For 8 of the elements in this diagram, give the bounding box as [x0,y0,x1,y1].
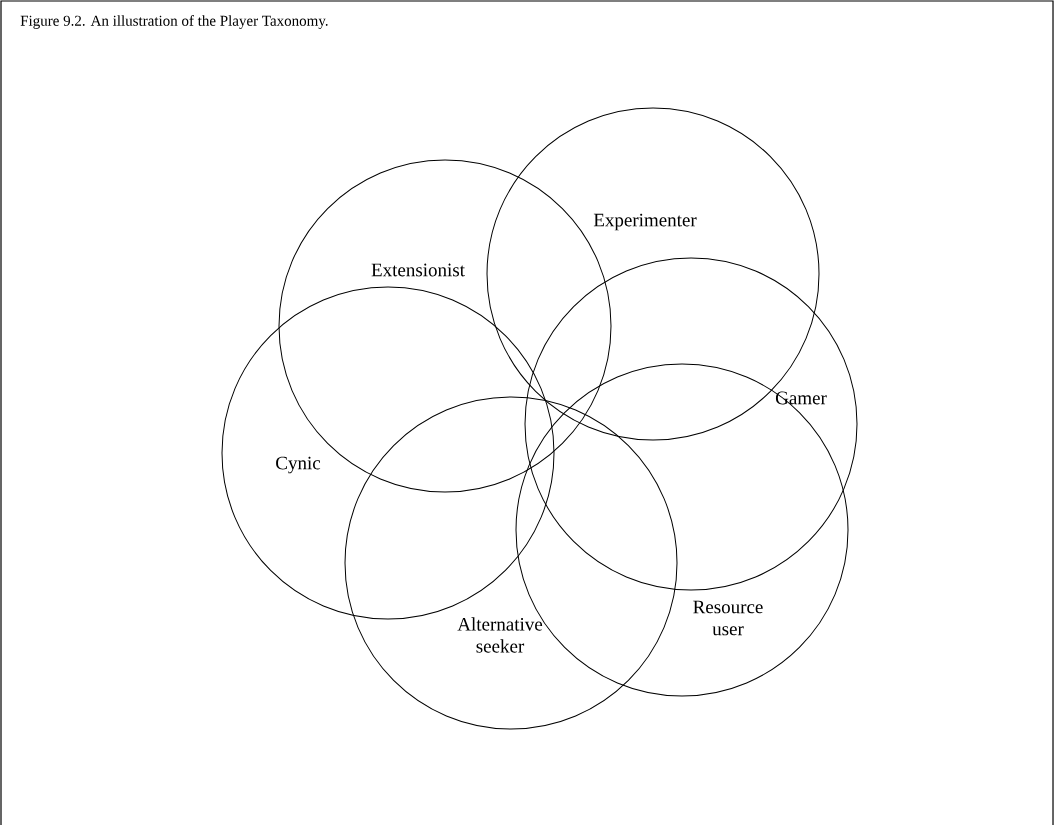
circle-label: Resource user [693,600,763,636]
caption: Figure 9.2. An illustration of the Player Taxonomy. [20,15,328,29]
circle-label: Cynic [276,456,321,474]
circle [524,257,858,591]
circle-label: Extensionist [371,263,465,277]
circle [344,396,678,730]
circle-label: Experimenter [593,213,697,231]
circle-label: Alternative seeker [457,617,543,653]
